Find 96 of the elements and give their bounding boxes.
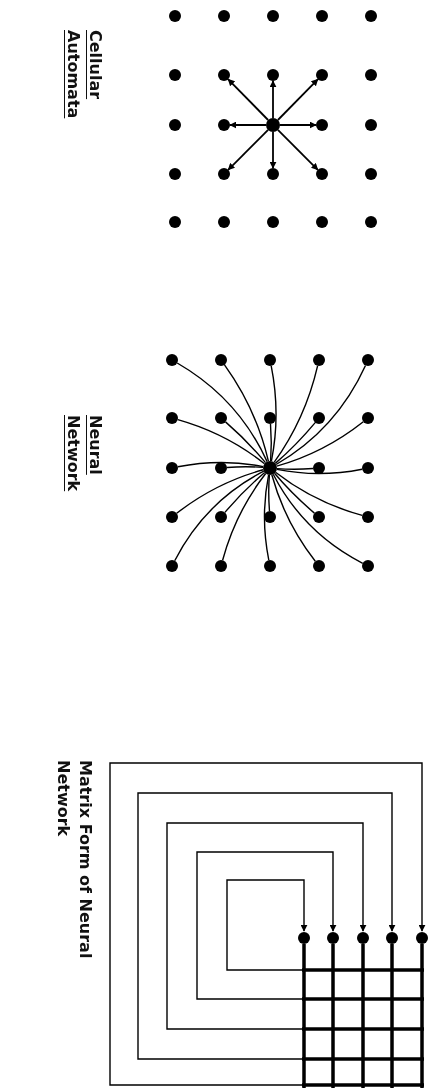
connection-line <box>273 365 319 463</box>
connection-line <box>263 474 270 561</box>
matrix-grid-drawing <box>302 944 424 1088</box>
arrow <box>227 78 269 121</box>
dot <box>362 511 374 523</box>
dot <box>386 932 398 944</box>
connection-line <box>276 421 364 467</box>
connection-line <box>174 470 265 562</box>
dot <box>267 10 279 22</box>
connection-line <box>223 364 270 462</box>
connection-line <box>276 468 363 475</box>
connection-line <box>177 418 266 465</box>
connection-line <box>274 421 316 465</box>
connection-line <box>176 469 264 514</box>
dot <box>362 560 374 572</box>
connection-line <box>270 365 277 462</box>
dot <box>264 560 276 572</box>
arrow <box>137 792 396 1060</box>
dot <box>357 932 369 944</box>
dot <box>169 69 181 81</box>
dot <box>215 462 227 474</box>
dot <box>266 118 280 132</box>
connection-line <box>271 474 316 562</box>
dot <box>313 462 325 474</box>
dot <box>263 461 277 475</box>
dot <box>166 511 178 523</box>
dot <box>313 511 325 523</box>
dot <box>365 10 377 22</box>
dot <box>365 119 377 131</box>
panel-heading: Matrix Form of Neural Network <box>53 760 96 960</box>
connection-line <box>224 421 267 464</box>
arrow <box>269 131 277 169</box>
dot <box>316 69 328 81</box>
arrow <box>277 78 319 121</box>
dot <box>215 354 227 366</box>
dot <box>365 168 377 180</box>
arrow <box>269 80 277 119</box>
dot <box>215 412 227 424</box>
dot <box>264 412 276 424</box>
connection-line <box>177 461 264 468</box>
connection-line <box>274 471 363 517</box>
arrow <box>226 879 308 971</box>
dot <box>218 119 230 131</box>
arrow <box>109 762 426 1086</box>
connection-line <box>226 466 264 469</box>
panel-heading: Cellular Automata <box>63 30 106 120</box>
dot <box>264 354 276 366</box>
connection-line <box>224 471 266 514</box>
dot <box>316 119 328 131</box>
dot <box>313 354 325 366</box>
dot <box>365 69 377 81</box>
dot <box>166 412 178 424</box>
dot <box>313 560 325 572</box>
connection-line <box>269 423 272 462</box>
connection-line <box>273 472 316 514</box>
dot <box>218 168 230 180</box>
arrow <box>279 121 317 129</box>
dot <box>218 10 230 22</box>
dot <box>264 511 276 523</box>
arrow <box>229 121 267 129</box>
dot <box>215 560 227 572</box>
dot <box>316 10 328 22</box>
dot <box>169 168 181 180</box>
dot <box>267 168 279 180</box>
connection-line <box>176 362 268 463</box>
dot <box>166 354 178 366</box>
dot <box>313 412 325 424</box>
connection-line <box>268 474 271 512</box>
dot <box>316 216 328 228</box>
arrow <box>277 129 319 171</box>
dot <box>218 69 230 81</box>
connection-line <box>221 472 267 561</box>
dot <box>166 462 178 474</box>
dot <box>362 354 374 366</box>
dot <box>166 560 178 572</box>
dot <box>362 412 374 424</box>
connection-line <box>276 467 314 470</box>
dot <box>365 216 377 228</box>
dot <box>416 932 428 944</box>
dot <box>215 511 227 523</box>
panel-heading: Neural Network <box>63 415 106 494</box>
dot <box>218 216 230 228</box>
dot <box>267 216 279 228</box>
dot <box>298 932 310 944</box>
arrow <box>196 851 337 1000</box>
dot <box>169 10 181 22</box>
dot <box>327 932 339 944</box>
dot <box>169 216 181 228</box>
dot <box>316 168 328 180</box>
dot <box>169 119 181 131</box>
dot <box>267 69 279 81</box>
connection-line <box>275 364 367 466</box>
arrow <box>166 822 367 1030</box>
dot <box>362 462 374 474</box>
arrow <box>227 129 269 171</box>
connection-line <box>272 473 364 564</box>
